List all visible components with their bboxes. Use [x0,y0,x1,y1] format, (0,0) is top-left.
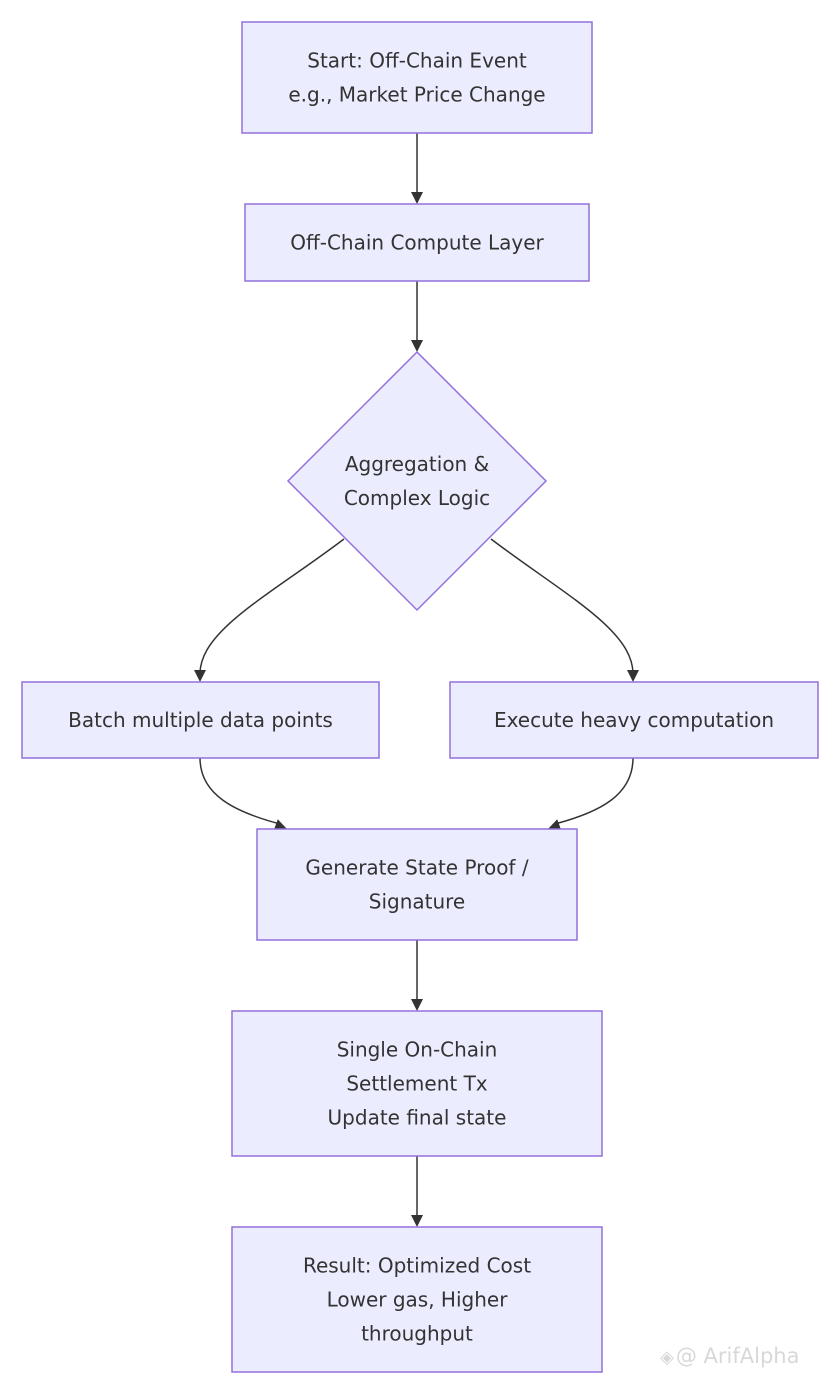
arrowhead-compute-to-aggregation [411,340,423,352]
node-settlement-label-line-1: Single On-Chain [337,1038,498,1062]
node-start-label-line-1: Start: Off-Chain Event [307,49,527,73]
node-batch: Batch multiple data points [21,681,380,759]
process-box-batch [21,681,380,759]
node-execute: Execute heavy computation [449,681,819,759]
edge-execute-to-proof [554,757,634,825]
watermark-text: @ ArifAlpha [675,1344,800,1368]
node-proof: Generate State Proof / Signature [256,828,578,941]
node-compute: Off-Chain Compute Layer [244,203,590,282]
node-proof-label-line-2: Signature [369,890,465,914]
edge-aggregation-to-execute [490,538,634,675]
node-aggregation: Aggregation & Complex Logic [286,350,548,612]
decision-diamond-aggregation [286,350,548,612]
node-settlement-label-line-3: Update final state [328,1106,507,1130]
node-result-label-line-1: Result: Optimized Cost [303,1254,531,1278]
node-settlement-label-line-2: Settlement Tx [346,1072,487,1096]
arrowhead-execute-to-proof [548,819,562,831]
edge-aggregation-to-batch [199,538,345,675]
binance-logo-icon: ◈ [660,1347,674,1368]
node-batch-label-line-1: Batch multiple data points [68,708,333,732]
process-box-compute [244,203,590,282]
node-compute-label-line-1: Off-Chain Compute Layer [290,231,544,255]
process-box-proof [256,828,578,941]
arrowhead-aggregation-to-execute [627,670,639,682]
node-start: Start: Off-Chain Event e.g., Market Price… [241,21,593,134]
node-aggregation-label-line-2: Complex Logic [344,486,490,510]
arrowhead-start-to-compute [411,192,423,204]
arrowhead-proof-to-settlement [411,999,423,1011]
process-box-execute [449,681,819,759]
node-start-label-line-2: e.g., Market Price Change [288,83,545,107]
arrowhead-aggregation-to-batch [194,670,206,682]
node-result-label-line-3: throughput [361,1322,473,1346]
process-box-start [241,21,593,134]
node-result-label-line-2: Lower gas, Higher [327,1288,509,1312]
process-box-settlement [231,1010,603,1157]
arrowhead-batch-to-proof [273,819,287,831]
edge-batch-to-proof [199,757,281,825]
process-box-result [231,1226,603,1373]
watermark: ◈@ ArifAlpha [660,1344,799,1368]
node-execute-label-line-1: Execute heavy computation [494,708,774,732]
edges-layer [194,133,639,1227]
arrowhead-settlement-to-result [411,1215,423,1227]
node-proof-label-line-1: Generate State Proof / [305,856,528,880]
node-aggregation-label-line-1: Aggregation & [345,452,489,476]
nodes-layer: Start: Off-Chain Event e.g., Market Price… [21,21,819,1373]
